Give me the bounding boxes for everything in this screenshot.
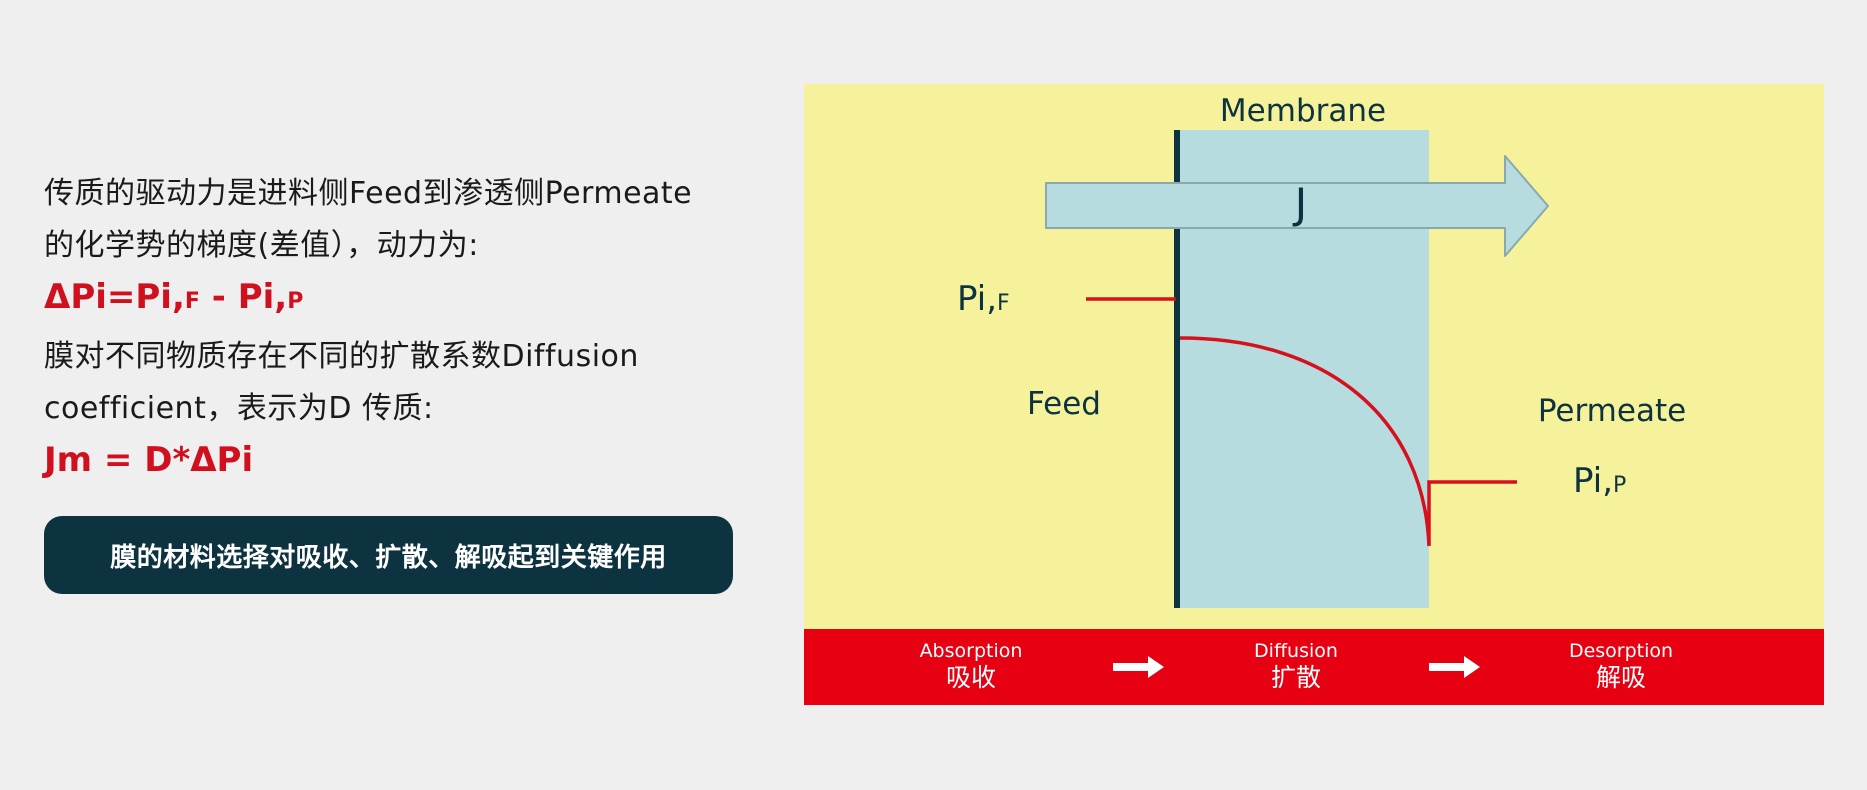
pip-label: Pi,P [1573,461,1626,501]
step-desorption-zh: 解吸 [1596,663,1646,692]
para2-line2: coefficient，表示为D 传质: [44,391,434,426]
diffusion-paragraph: 膜对不同物质存在不同的扩散系数Diffusion coefficient，表示为… [44,331,744,435]
formula1-mid: - Pi, [199,277,288,317]
step-desorption-en: Desorption [1569,640,1673,662]
para1-line1: 传质的驱动力是进料侧Feed到渗透侧Permeate [44,176,693,211]
step-diffusion-en: Diffusion [1254,640,1338,662]
key-role-callout: 膜的材料选择对吸收、扩散、解吸起到关键作用 [44,516,733,594]
permeate-label: Permeate [1538,393,1686,429]
para1-line2: 的化学势的梯度(差值），动力为: [44,228,479,263]
pip-main: Pi, [1573,461,1613,501]
formula1-main: ΔPi=Pi, [44,277,185,317]
pip-sub: P [1613,473,1626,498]
step-absorption-en: Absorption [920,640,1023,662]
membrane-feed-edge [1174,130,1180,608]
step-diffusion-zh: 扩散 [1271,663,1321,692]
step-arrow-2 [1429,656,1480,678]
pif-main: Pi, [957,279,997,319]
driving-force-paragraph: 传质的驱动力是进料侧Feed到渗透侧Permeate 的化学势的梯度(差值），动… [44,168,744,272]
pif-label: Pi,F [957,279,1010,319]
concentration-profile-curve [1179,336,1517,547]
flux-formula: Jm = D*ΔPi [44,440,254,480]
driving-force-formula: ΔPi=Pi,F - Pi,P [44,272,744,327]
para2-line1: 膜对不同物质存在不同的扩散系数Diffusion [44,339,639,374]
formula1-sub-p: P [287,289,304,314]
step-absorption-zh: 吸收 [946,663,996,692]
step-arrow-1 [1113,656,1164,678]
feed-label: Feed [1027,386,1101,422]
flux-arrow [1045,155,1549,257]
flux-label: J [1292,179,1307,228]
pif-sub: F [997,291,1010,316]
process-bar [804,629,1824,705]
membrane-label: Membrane [1220,93,1386,129]
formula1-sub-f: F [184,289,200,314]
left-text-panel: 传质的驱动力是进料侧Feed到渗透侧Permeate 的化学势的梯度(差值），动… [44,168,744,489]
